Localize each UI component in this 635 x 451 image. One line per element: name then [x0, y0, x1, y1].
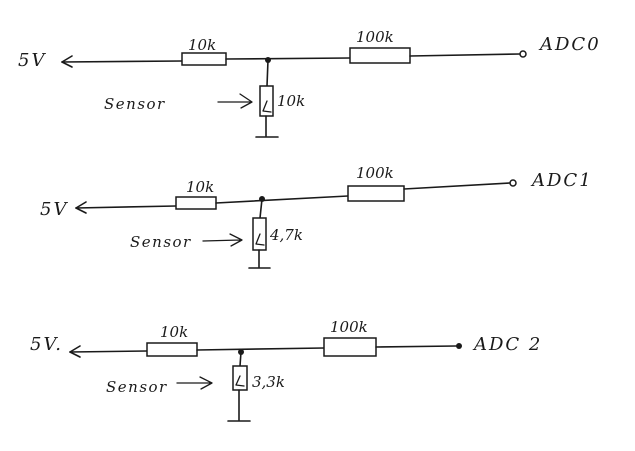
wire-mid — [225, 57, 351, 60]
series-resistor-label: 10k — [160, 323, 188, 341]
supply-arrow — [69, 345, 81, 358]
supply-label: 5V. — [30, 334, 63, 355]
sensor-variable-mark — [262, 100, 272, 113]
wire-output — [403, 182, 511, 190]
supply-arrow — [75, 201, 87, 214]
series-resistor — [146, 342, 198, 357]
wire-output — [409, 53, 521, 57]
output-resistor-label: 100k — [356, 28, 394, 46]
wire-supply — [69, 350, 148, 353]
sensor-resistor-label: 4,7k — [269, 226, 303, 244]
output-label: ADC 2 — [472, 334, 542, 355]
output-terminal — [519, 50, 527, 58]
output-resistor-label: 100k — [330, 318, 368, 336]
sensor-variable-mark — [235, 375, 245, 387]
output-resistor — [347, 185, 405, 202]
wire-mid — [196, 347, 325, 351]
wire-supply — [61, 60, 183, 63]
divider-circuit-adc1: 5V 10k 100k ADC1 Sensor 4,7k — [40, 164, 593, 269]
sensor-resistor-label: 3,3k — [252, 373, 285, 391]
sensor-label: Sensor — [104, 95, 166, 113]
output-resistor — [323, 337, 377, 357]
sensor-arrow — [217, 93, 253, 109]
wire-drop — [239, 351, 242, 367]
supply-label: 5V — [18, 50, 46, 71]
output-terminal — [509, 179, 517, 187]
output-label: ADC0 — [538, 34, 601, 55]
sensor-arrow — [176, 376, 213, 390]
sensor-resistor-label: 10k — [277, 92, 305, 110]
wire-drop — [266, 59, 269, 87]
series-resistor-label: 10k — [186, 178, 214, 196]
sensor-label: Sensor — [106, 378, 168, 396]
divider-circuit-adc0: 5V 10k 100k ADC0 Sensor 10k — [18, 28, 601, 138]
wire-mid — [215, 195, 349, 204]
output-resistor-label: 100k — [356, 164, 394, 182]
supply-label: 5V — [40, 199, 68, 220]
divider-circuit-adc2: 5V. 10k 100k ADC 2 Sensor 3,3k — [30, 318, 542, 422]
sensor-variable-mark — [255, 233, 265, 246]
wire-supply — [75, 205, 177, 209]
sensor-resistor — [232, 365, 248, 391]
wire-drop — [259, 198, 263, 219]
sensor-label: Sensor — [130, 233, 192, 251]
output-terminal — [456, 343, 462, 349]
output-resistor — [349, 47, 411, 64]
supply-arrow — [61, 55, 73, 68]
output-label: ADC1 — [530, 170, 593, 191]
sensor-arrow — [202, 233, 243, 247]
series-resistor — [181, 52, 227, 66]
wire-output — [375, 345, 457, 348]
series-resistor — [175, 196, 217, 210]
series-resistor-label: 10k — [188, 36, 216, 54]
